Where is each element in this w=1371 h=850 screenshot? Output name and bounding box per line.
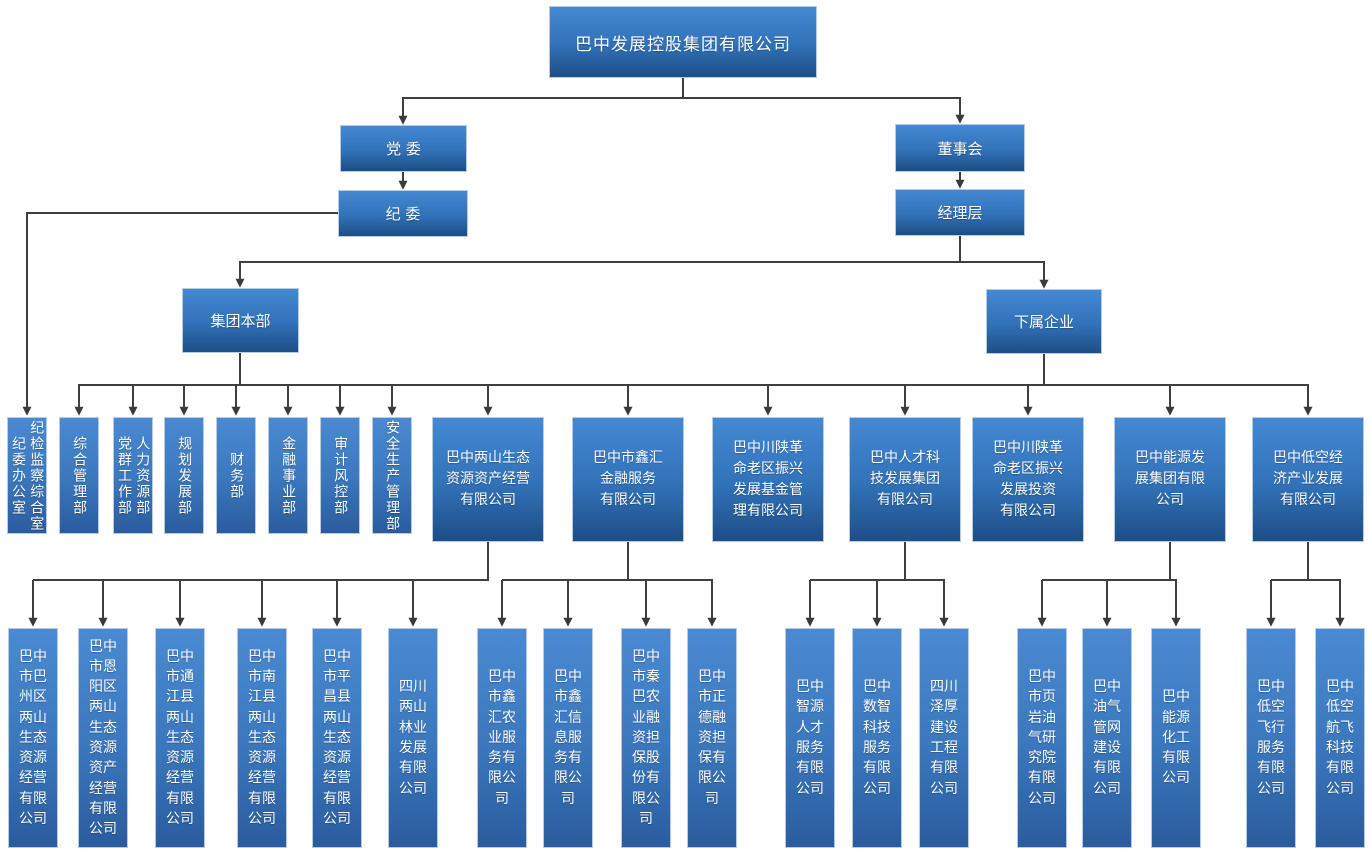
node-subcompany: 巴中 能源 化工 有限 公司 bbox=[1151, 628, 1201, 848]
node-group-headquarters: 集团本部 bbox=[182, 288, 299, 353]
node-dept-finance: 财务部 bbox=[216, 417, 256, 534]
connector-branch-rail bbox=[74, 352, 1313, 416]
node-party-committee: 党 委 bbox=[340, 125, 467, 172]
node-dept-safety: 安全生产管理部 bbox=[372, 417, 412, 534]
node-subcompany: 巴中 市恩 阳区 两山 生态 资源 资产 经营 有限 公司 bbox=[78, 628, 128, 848]
connector-discipline-to-office bbox=[22, 212, 338, 416]
node-subsidiaries-group: 下属企业 bbox=[986, 289, 1102, 354]
node-management-layer: 经理层 bbox=[895, 189, 1025, 236]
node-subcompany: 巴中 市正 德融 资担 保有 限公 司 bbox=[687, 628, 737, 848]
node-subcompany: 巴中 市通 江县 两山 生态 资源 经营 有限 公司 bbox=[155, 628, 205, 848]
node-subcompany: 巴中 数智 科技 服务 有限 公司 bbox=[852, 628, 902, 848]
node-subcompany: 巴中 智源 人才 服务 有限 公司 bbox=[785, 628, 835, 848]
node-subcompany: 四川 两山 林业 发展 有限 公司 bbox=[388, 628, 438, 848]
node-company-low-altitude-economy: 巴中低空经 济产业发展 有限公司 bbox=[1252, 417, 1364, 542]
node-subcompany: 巴中 市鑫 汇农 业服 务有 限公 司 bbox=[477, 628, 527, 848]
node-subcompany: 巴中 市秦 巴农 业融 资担 保股 份有 限公 司 bbox=[621, 628, 671, 848]
node-subcompany: 巴中 市平 昌县 两山 生态 资源 经营 有限 公司 bbox=[312, 628, 362, 848]
node-subcompany: 四川 泽厚 建设 工程 有限 公司 bbox=[919, 628, 969, 848]
node-dept-planning: 规划发展部 bbox=[164, 417, 204, 534]
node-subcompany: 巴中 市南 江县 两山 生态 资源 经营 有限 公司 bbox=[237, 628, 287, 848]
connector-management-to-branches bbox=[235, 236, 1049, 289]
connector-root-to-governance bbox=[398, 78, 965, 190]
node-subcompany: 巴中 市巴 州区 两山 生态 资源 经营 有限 公司 bbox=[8, 628, 58, 848]
node-subcompany: 巴中 市页 岩油 气研 究院 有限 公司 bbox=[1017, 628, 1067, 848]
node-board-of-directors: 董事会 bbox=[895, 124, 1025, 172]
node-company-xinhui-finance: 巴中市鑫汇 金融服务 有限公司 bbox=[572, 417, 684, 542]
connector-company-children bbox=[28, 542, 1345, 627]
node-dept-audit-risk: 审计风控部 bbox=[320, 417, 360, 534]
node-subcompany: 巴中 低空 航飞 科技 有限 公司 bbox=[1315, 628, 1365, 848]
node-company-revitalization-investment: 巴中川陕革 命老区振兴 发展投资 有限公司 bbox=[972, 417, 1084, 542]
node-subcompany: 巴中 油气 管网 建设 有限 公司 bbox=[1082, 628, 1132, 848]
node-dept-hr-party: 人力资源部 党群工作部 bbox=[113, 417, 153, 534]
node-dept-discipline-office: 纪检监察综合室 纪委办公室 bbox=[7, 417, 47, 534]
node-subcompany: 巴中 低空 飞行 服务 有限 公司 bbox=[1246, 628, 1296, 848]
node-dept-financial-business: 金融事业部 bbox=[268, 417, 308, 534]
node-company-fund-management: 巴中川陕革 命老区振兴 发展基金管 理有限公司 bbox=[712, 417, 824, 542]
node-company-energy-development: 巴中能源发 展集团有限 公司 bbox=[1114, 417, 1226, 542]
node-company-talent-tech: 巴中人才科 技发展集团 有限公司 bbox=[849, 417, 961, 542]
node-discipline-committee: 纪 委 bbox=[338, 190, 468, 237]
node-dept-general-admin: 综合管理部 bbox=[59, 417, 99, 534]
node-root-company: 巴中发展控股集团有限公司 bbox=[549, 6, 817, 78]
node-company-liangshan-assets: 巴中两山生态 资源资产经营 有限公司 bbox=[432, 417, 544, 542]
node-subcompany: 巴中 市鑫 汇信 息服 务有 限公 司 bbox=[543, 628, 593, 848]
